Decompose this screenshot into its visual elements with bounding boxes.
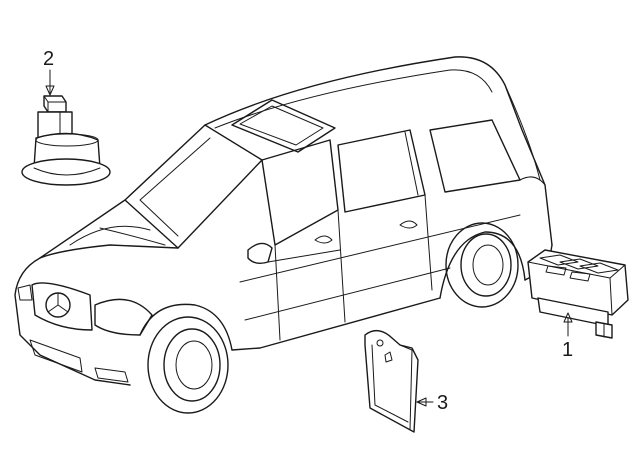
vehicle-illustration — [14, 56, 553, 414]
callout-label-3: 3 — [437, 392, 449, 414]
callout-label-1: 1 — [562, 339, 574, 361]
part-2-component — [21, 69, 111, 186]
part-3-component — [364, 330, 434, 433]
part-1-component — [527, 249, 629, 339]
callout-label-2: 2 — [43, 48, 55, 70]
